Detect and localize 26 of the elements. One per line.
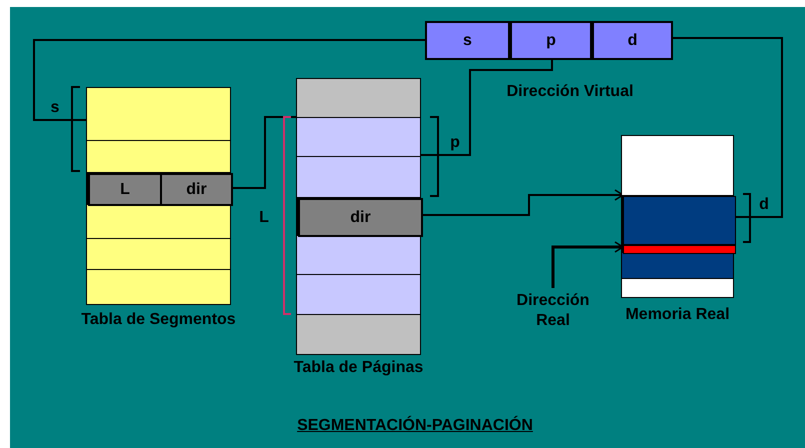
address-field: s xyxy=(425,21,510,60)
bracket-label: d xyxy=(758,195,770,215)
cell-text: L xyxy=(119,180,131,200)
page-entry-row: dir xyxy=(298,198,423,237)
segment-entry-row xyxy=(88,173,233,206)
segment-table xyxy=(86,87,231,303)
real-memory-block xyxy=(621,135,734,296)
connector-line xyxy=(672,37,783,243)
address-field: d xyxy=(592,21,673,60)
address-label: Dirección Real xyxy=(498,288,608,334)
diagram-caption: SEGMENTACIÓN-PAGINACIÓN xyxy=(296,416,534,436)
address-caption: Dirección Virtual xyxy=(506,82,634,102)
connector-line xyxy=(233,116,296,189)
table-caption: Tabla de Segmentos xyxy=(80,310,237,330)
table-caption: Tabla de Páginas xyxy=(292,358,424,378)
memory-position-bar xyxy=(623,245,736,254)
bracket-label: L xyxy=(258,208,270,228)
connector-line xyxy=(420,59,553,197)
bracket-label: p xyxy=(449,133,461,153)
address-field: p xyxy=(510,21,592,60)
connector-line xyxy=(33,39,426,172)
table-caption: Memoria Real xyxy=(624,305,731,325)
bracket-label: s xyxy=(50,98,60,118)
page-table xyxy=(296,78,421,353)
memory-frame xyxy=(623,196,736,245)
cell-text: dir xyxy=(185,180,208,200)
